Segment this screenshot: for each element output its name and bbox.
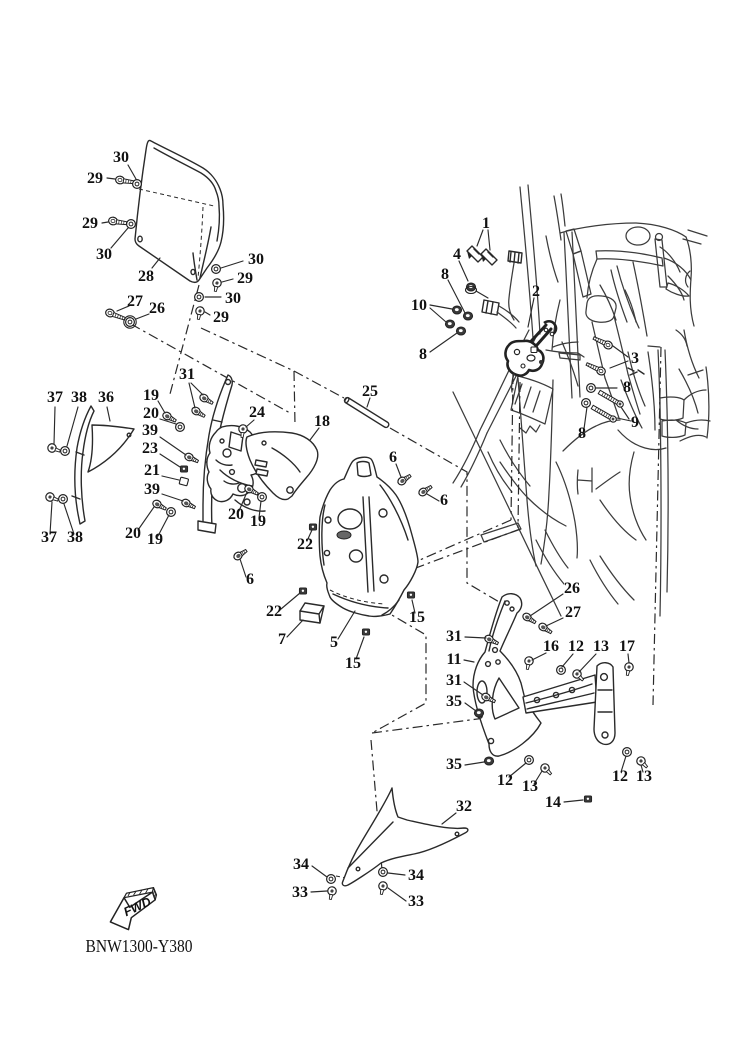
svg-text:32: 32 [456,798,472,815]
svg-text:13: 13 [522,778,538,795]
svg-text:5: 5 [330,634,338,651]
svg-text:19: 19 [147,531,163,548]
svg-text:7: 7 [278,631,286,648]
svg-text:26: 26 [149,300,165,317]
svg-text:37: 37 [47,389,63,406]
svg-text:6: 6 [389,449,397,466]
svg-text:33: 33 [408,893,424,910]
svg-text:FWD: FWD [121,895,153,920]
svg-text:8: 8 [623,379,631,396]
svg-text:35: 35 [446,756,462,773]
svg-text:19: 19 [143,387,159,404]
svg-text:12: 12 [497,772,513,789]
svg-text:25: 25 [362,383,378,400]
svg-text:27: 27 [565,604,581,621]
svg-text:38: 38 [67,529,83,546]
svg-text:37: 37 [41,529,57,546]
svg-text:35: 35 [446,693,462,710]
svg-text:39: 39 [144,481,160,498]
svg-text:29: 29 [213,309,229,326]
svg-text:11: 11 [446,651,461,668]
svg-text:12: 12 [568,638,584,655]
svg-text:24: 24 [249,404,265,421]
svg-text:13: 13 [593,638,609,655]
svg-text:30: 30 [225,290,241,307]
svg-text:9: 9 [631,414,639,431]
svg-text:36: 36 [98,389,114,406]
svg-text:4: 4 [453,246,461,263]
svg-text:8: 8 [441,266,449,283]
svg-text:20: 20 [125,525,141,542]
svg-text:13: 13 [636,768,652,785]
svg-text:39: 39 [142,422,158,439]
svg-text:27: 27 [127,293,143,310]
svg-text:22: 22 [266,603,282,620]
svg-text:1: 1 [482,215,490,232]
svg-text:30: 30 [248,251,264,268]
svg-text:16: 16 [543,638,559,655]
svg-text:18: 18 [314,413,330,430]
svg-text:BNW1300-Y380: BNW1300-Y380 [86,936,193,956]
svg-text:8: 8 [578,425,586,442]
svg-text:8: 8 [419,346,427,363]
svg-text:33: 33 [292,884,308,901]
svg-text:2: 2 [532,283,540,300]
svg-text:6: 6 [440,492,448,509]
svg-text:23: 23 [142,440,158,457]
svg-text:15: 15 [409,609,425,626]
svg-text:10: 10 [411,297,427,314]
svg-text:21: 21 [144,462,160,479]
svg-text:31: 31 [446,672,462,689]
svg-text:38: 38 [71,389,87,406]
svg-text:29: 29 [237,270,253,287]
svg-text:20: 20 [228,506,244,523]
svg-text:31: 31 [446,628,462,645]
svg-text:29: 29 [82,215,98,232]
svg-text:22: 22 [297,536,313,553]
svg-text:17: 17 [619,638,635,655]
svg-text:34: 34 [293,856,309,873]
svg-text:34: 34 [408,867,424,884]
svg-text:12: 12 [612,768,628,785]
svg-text:26: 26 [564,580,580,597]
svg-text:19: 19 [250,513,266,530]
svg-text:28: 28 [138,268,154,285]
svg-text:30: 30 [113,149,129,166]
svg-text:15: 15 [345,655,361,672]
svg-text:31: 31 [179,366,195,383]
svg-text:30: 30 [96,246,112,263]
svg-text:29: 29 [87,170,103,187]
svg-text:6: 6 [246,571,254,588]
svg-text:20: 20 [143,405,159,422]
svg-text:14: 14 [545,794,561,811]
svg-text:3: 3 [631,350,639,367]
